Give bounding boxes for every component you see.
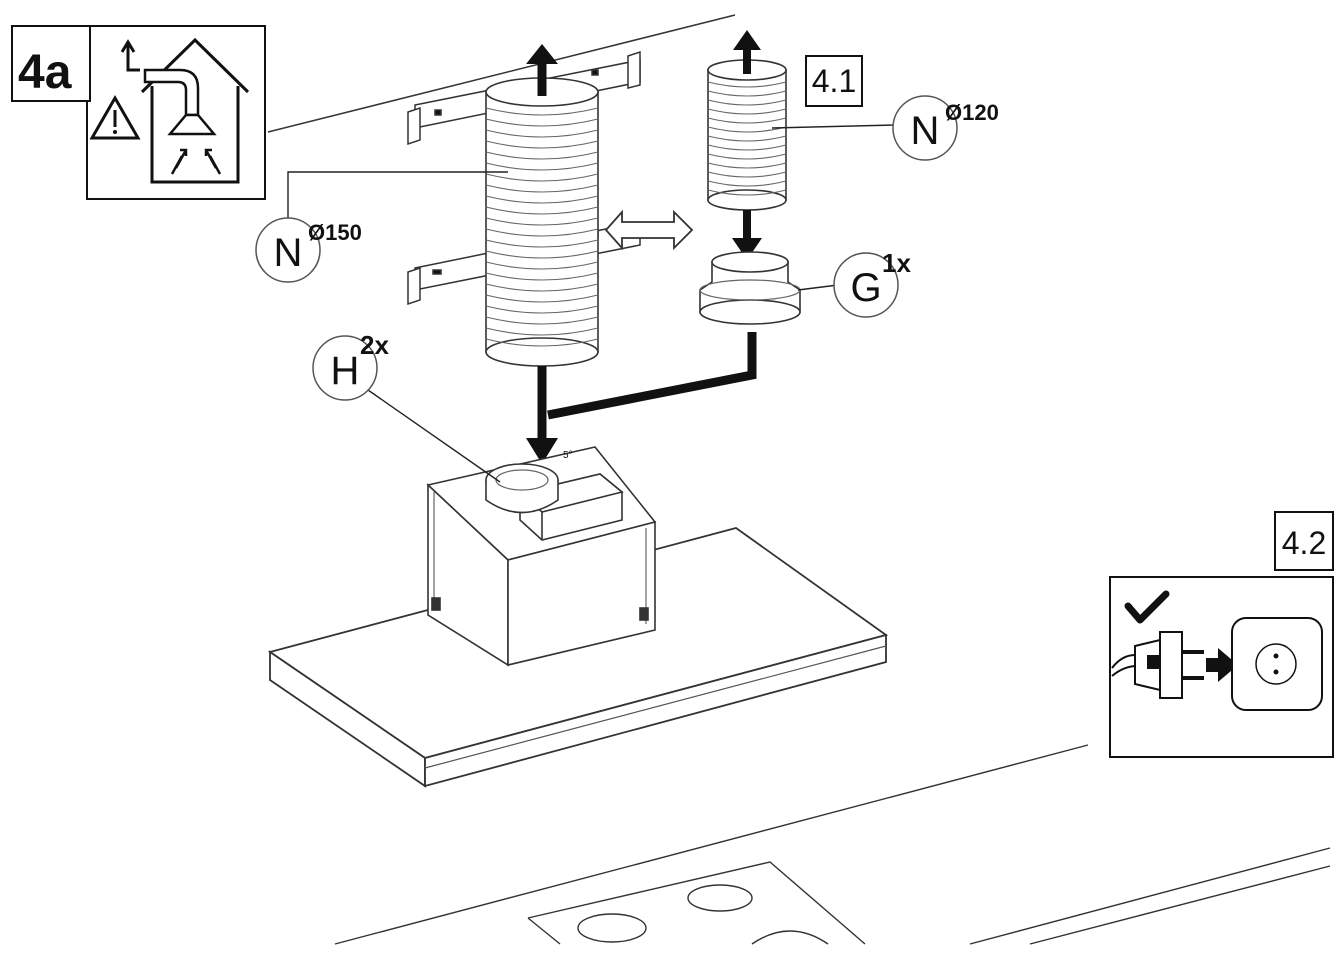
duct-ridge [707, 81, 787, 88]
duct-ridge [485, 129, 599, 138]
duct-ridge [485, 184, 599, 193]
duct-ridge [485, 195, 599, 204]
plug-icon [1111, 631, 1204, 699]
duct-ridge [485, 316, 599, 325]
duct-ridge [485, 162, 599, 171]
check-mark-icon [1124, 590, 1170, 624]
step-4a-panel: 4a [11, 25, 266, 200]
callout-N-120: N Ø120 [892, 95, 999, 161]
duct-ridge [485, 294, 599, 303]
duct-ridge [485, 173, 599, 182]
duct-ridge [707, 108, 787, 115]
duct-ridge [485, 206, 599, 215]
ceiling-line [267, 14, 736, 133]
duct-large [485, 77, 599, 367]
duct-ridge [707, 126, 787, 133]
duct-ridge [707, 162, 787, 169]
arrow-down-motor [526, 438, 558, 464]
step-label: 4a [18, 46, 72, 99]
double-arrow-icon [604, 209, 694, 251]
callout-H: H 2x [312, 330, 389, 401]
duct-ridge [707, 144, 787, 151]
step-41-label: 4.1 [812, 63, 856, 99]
callout-sup: Ø120 [945, 100, 999, 125]
wall-socket-icon [1231, 617, 1323, 711]
duct-ridge [707, 135, 787, 142]
leader-lines [287, 124, 896, 483]
duct-ridge [485, 151, 599, 160]
svg-text:5°: 5° [563, 450, 573, 461]
adapter-reducer [699, 251, 801, 325]
duct-ridge [485, 239, 599, 248]
duct-ridge [485, 283, 599, 292]
callout-N-150: N Ø150 [255, 217, 362, 283]
duct-ridge [707, 153, 787, 160]
duct-ridge [485, 140, 599, 149]
duct-ridge [485, 228, 599, 237]
callout-sup: 1x [882, 248, 911, 278]
arrow-down-adapter [732, 210, 762, 260]
duct-ridge [485, 338, 599, 347]
arrow-up-large [526, 44, 558, 96]
arrow-up-small [733, 30, 761, 74]
duct-ridge [485, 217, 599, 226]
duct-ridge [707, 117, 787, 124]
step-4-2-panel: 4.2 [1109, 511, 1334, 758]
connection-arrows [537, 332, 757, 440]
duct-ridge [485, 118, 599, 127]
warning-triangle-icon [89, 94, 141, 140]
duct-ridge [707, 90, 787, 97]
callout-letter: G [850, 266, 881, 310]
motor-housing: 5° [426, 446, 657, 667]
duct-ridge [707, 99, 787, 106]
callout-G: G 1x [833, 248, 911, 318]
callout-letter: H [331, 349, 360, 393]
duct-ridge [485, 327, 599, 336]
callout-sup: Ø150 [308, 220, 362, 245]
house-duct-icon [120, 37, 250, 184]
duct-ridge [485, 272, 599, 281]
callout-sup: 2x [360, 330, 389, 360]
hob-surface [334, 744, 1331, 945]
duct-ridge [707, 180, 787, 187]
step-4-1-badge: 4.1 [805, 55, 863, 107]
duct-ridge [485, 250, 599, 259]
duct-small [707, 59, 787, 211]
callout-letter: N [911, 109, 940, 153]
step-42-label: 4.2 [1282, 525, 1326, 561]
callout-letter: N [274, 231, 303, 275]
arrow-right-icon [1206, 648, 1238, 682]
duct-ridge [707, 189, 787, 196]
duct-ridge [485, 261, 599, 270]
duct-ridge [485, 305, 599, 314]
duct-ridge [707, 171, 787, 178]
duct-ridge [485, 107, 599, 116]
